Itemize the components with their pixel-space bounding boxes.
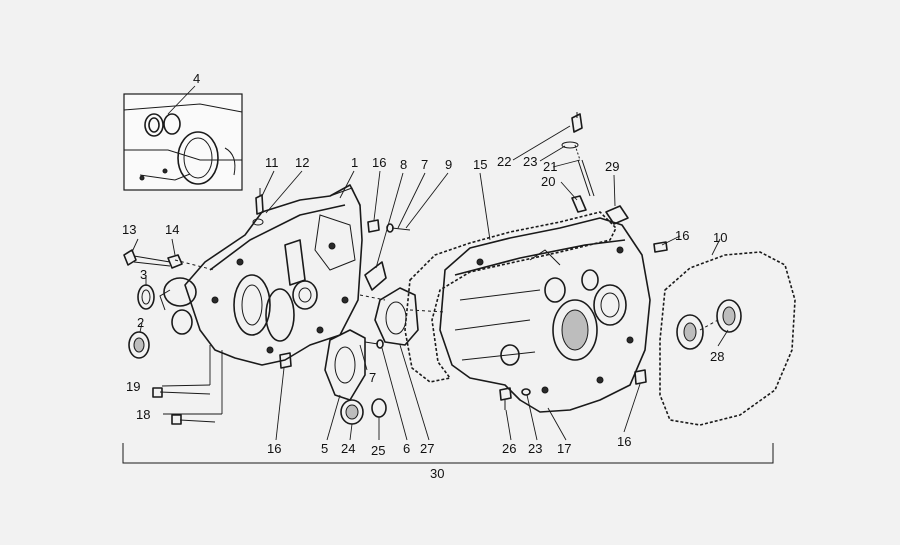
bushing-29: [605, 205, 629, 225]
washer-6: [364, 339, 384, 349]
callout-26: 26: [502, 441, 516, 456]
callout-9: 9: [445, 157, 452, 172]
gasket-27: [374, 287, 419, 346]
plug-16-bottom-right: [634, 369, 647, 385]
callout-24: 24: [341, 441, 355, 456]
assembly-bracket: [122, 443, 774, 464]
callout-16-bottom-right: 16: [617, 434, 631, 449]
leader-lines: [131, 85, 729, 441]
callout-16-right: 16: [675, 228, 689, 243]
seal-ring-3: [137, 284, 155, 310]
side-cover-gasket: [659, 251, 796, 426]
callout-20: 20: [541, 174, 555, 189]
callout-27: 27: [420, 441, 434, 456]
oring-25: [371, 398, 387, 418]
callout-13: 13: [122, 222, 136, 237]
callout-7-bottom: 7: [369, 370, 376, 385]
callout-22: 22: [497, 154, 511, 169]
assembly-lines: [174, 144, 719, 331]
callout-14: 14: [165, 222, 179, 237]
washer-23-bottom: [521, 388, 531, 396]
bolt-13: [123, 249, 171, 267]
bearing-28: [676, 299, 742, 350]
cover-5: [324, 329, 366, 401]
callout-8: 8: [400, 157, 407, 172]
plug-16-top: [367, 219, 380, 233]
callout-2: 2: [137, 315, 144, 330]
callout-18: 18: [136, 407, 150, 422]
callout-11: 11: [265, 155, 279, 170]
callout-1: 1: [351, 155, 358, 170]
callout-30: 30: [430, 466, 444, 481]
left-gearbox-housing: [159, 184, 363, 366]
callout-29: 29: [605, 159, 619, 174]
bolts-18-19: [152, 387, 216, 425]
cap-24: [340, 399, 364, 425]
nut-14: [167, 254, 183, 269]
callout-15: 15: [473, 157, 487, 172]
callout-21: 21: [543, 159, 557, 174]
callout-23-bottom: 23: [528, 441, 542, 456]
seal-ring-2: [128, 331, 150, 359]
callout-28: 28: [710, 349, 724, 364]
callout-17: 17: [557, 441, 571, 456]
callout-12: 12: [295, 155, 309, 170]
callout-6: 6: [403, 441, 410, 456]
callout-16-bottom-left: 16: [267, 441, 281, 456]
plug-16-right: [653, 241, 668, 253]
inset-detail-view: [123, 93, 243, 191]
callout-23-top: 23: [523, 154, 537, 169]
callout-19: 19: [126, 379, 140, 394]
callout-10: 10: [713, 230, 727, 245]
callout-16-top: 16: [372, 155, 386, 170]
callout-25: 25: [371, 443, 385, 458]
bracket-8: [364, 261, 387, 291]
plug-16-bottom-left: [279, 352, 292, 369]
sensor-11: [252, 188, 264, 226]
breather-22: [561, 112, 583, 149]
callout-7-top: 7: [421, 157, 428, 172]
right-gearbox-housing: [439, 217, 651, 413]
callout-3: 3: [140, 267, 147, 282]
callout-4: 4: [193, 71, 200, 86]
screw-26: [499, 387, 512, 410]
callout-labels: 4 11 12 1 16 8 7 9 15 22 23 21 20 29 16 …: [122, 71, 727, 481]
pipe-20-21: [571, 159, 595, 213]
callout-5: 5: [321, 441, 328, 456]
